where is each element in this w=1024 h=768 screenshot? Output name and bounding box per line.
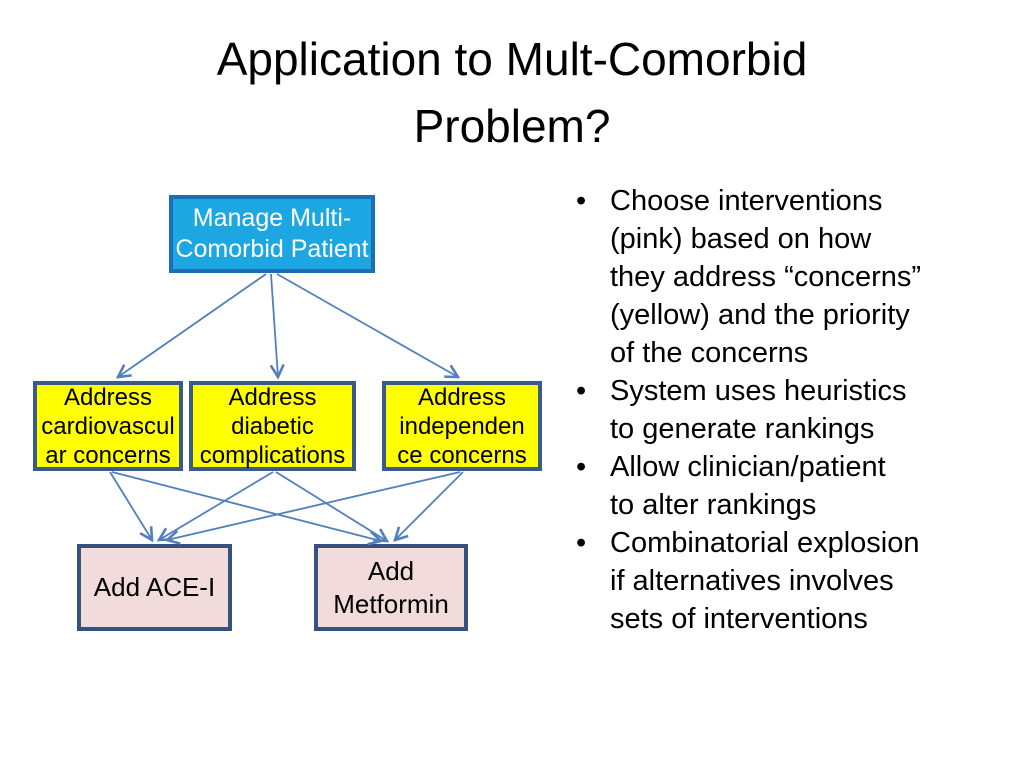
arrow-root-to-diabetic (271, 273, 278, 377)
node-add-metformin: Add Metformin (314, 544, 468, 631)
bullet-text: Allow clinician/patient to alter ranking… (610, 448, 996, 524)
node-label-line: ce concerns (397, 441, 527, 469)
node-address-cardiovascular-concerns: Address cardiovascul ar concerns (33, 381, 183, 471)
node-address-independence-concerns: Address independen ce concerns (382, 381, 542, 471)
node-manage-multi-comorbid-patient: Manage Multi- Comorbid Patient (169, 195, 375, 273)
node-label-line: independen (399, 412, 525, 440)
bullet-line: Combinatorial explosion (610, 527, 920, 559)
bullet-marker: • (576, 527, 587, 559)
arrow-root-to-cardio (118, 273, 267, 377)
node-label-line: Address (63, 383, 153, 411)
arrow-independence-to-metformin (395, 471, 464, 540)
bullet-line: Allow clinician/patient (610, 451, 886, 483)
node-label-line: diabetic (231, 412, 314, 440)
bullet-line: (pink) based on how (610, 223, 872, 255)
node-label-line: ar concerns (45, 441, 171, 469)
bullet-marker: • (576, 451, 587, 483)
slide-title-line-1: Application to Mult-Comorbid (216, 33, 808, 85)
arrow-independence-to-ace (167, 471, 461, 540)
bullet-line: they address “concerns” (610, 261, 922, 293)
bullet-item-combinatorial-explosion: • Combinatorial explosion if alternative… (576, 524, 996, 638)
bullet-line: sets of interventions (610, 603, 868, 635)
arrow-cardio-to-ace (109, 471, 152, 540)
node-label-line: Address (417, 383, 507, 411)
bullet-item-system-heuristics: • System uses heuristics to generate ran… (576, 372, 996, 448)
arrow-diabetic-to-metformin (275, 471, 387, 541)
bullet-list: • Choose interventions (pink) based on h… (576, 182, 996, 638)
bullet-text: System uses heuristics to generate ranki… (610, 372, 996, 448)
bullet-line: System uses heuristics (610, 375, 907, 407)
slide-title-line-2: Problem? (413, 100, 611, 152)
node-add-ace-i: Add ACE-I (77, 544, 232, 631)
bullet-line: if alternatives involves (610, 565, 894, 597)
node-label-line: Comorbid Patient (175, 235, 369, 263)
bullet-line: to alter rankings (610, 489, 817, 521)
node-label-line: complications (199, 441, 346, 469)
bullet-item-choose-interventions: • Choose interventions (pink) based on h… (576, 182, 996, 372)
arrow-cardio-to-metformin (111, 471, 381, 541)
bullet-item-allow-alter-rankings: • Allow clinician/patient to alter ranki… (576, 448, 996, 524)
bullet-marker: • (576, 185, 587, 217)
arrow-root-to-independence (276, 273, 458, 377)
bullet-line: to generate rankings (610, 413, 875, 445)
arrow-diabetic-to-ace (159, 471, 274, 540)
node-label-line: Add (367, 555, 415, 586)
node-label-line: Metformin (333, 588, 449, 619)
node-label-line: cardiovascul (41, 412, 175, 440)
bullet-line: (yellow) and the priority (610, 299, 910, 331)
bullet-text: Combinatorial explosion if alternatives … (610, 524, 996, 638)
slide-title: Application to Mult-Comorbid Problem? (0, 26, 1024, 160)
node-label-line: Manage Multi- (192, 204, 352, 232)
bullet-text: Choose interventions (pink) based on how… (610, 182, 996, 372)
bullet-line: of the concerns (610, 337, 809, 369)
bullet-line: Choose interventions (610, 185, 883, 217)
node-address-diabetic-complications: Address diabetic complications (189, 381, 356, 471)
bullet-marker: • (576, 375, 587, 407)
node-label-line: Add ACE-I (93, 572, 216, 602)
node-label-line: Address (228, 383, 317, 411)
